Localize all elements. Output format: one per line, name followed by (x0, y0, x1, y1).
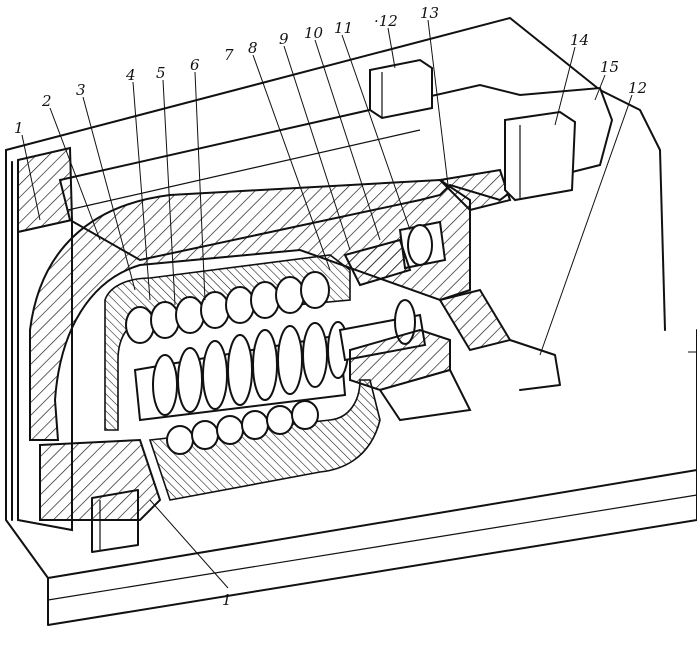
callout-6: 6 (190, 56, 200, 74)
callout-9: 9 (279, 30, 289, 48)
housing-outline (5, 17, 697, 626)
leader-lines (21, 19, 633, 589)
casing-section (29, 178, 512, 521)
bearing-housing (343, 238, 472, 422)
callout-14: 14 (570, 31, 589, 49)
central-screw-rotor (133, 321, 349, 422)
callout-12-right: 12 (628, 79, 647, 97)
callout-7: 7 (224, 46, 234, 64)
lower-screw-rotor (166, 400, 319, 455)
callout-2: 2 (41, 92, 52, 110)
block-14 (504, 110, 577, 202)
callout-3: 3 (76, 81, 86, 99)
callout-12-top: ·12 (374, 12, 398, 30)
callout-13: 13 (420, 4, 439, 22)
callout-1-bottom: 1 (222, 591, 232, 609)
callout-15: 15 (600, 58, 619, 76)
callout-8: 8 (248, 39, 258, 57)
callout-5: 5 (156, 64, 166, 82)
callout-4: 4 (125, 66, 136, 84)
upper-screw-rotor (125, 271, 330, 344)
base-foot (91, 339, 561, 553)
callout-1-top: 1 (14, 119, 24, 137)
callout-labels: 1 2 3 4 5 6 7 8 9 10 11 ·12 13 14 15 12 … (14, 4, 647, 609)
callout-10: 10 (304, 24, 324, 42)
callout-11: 11 (334, 19, 353, 37)
top-block-12 (369, 58, 433, 120)
